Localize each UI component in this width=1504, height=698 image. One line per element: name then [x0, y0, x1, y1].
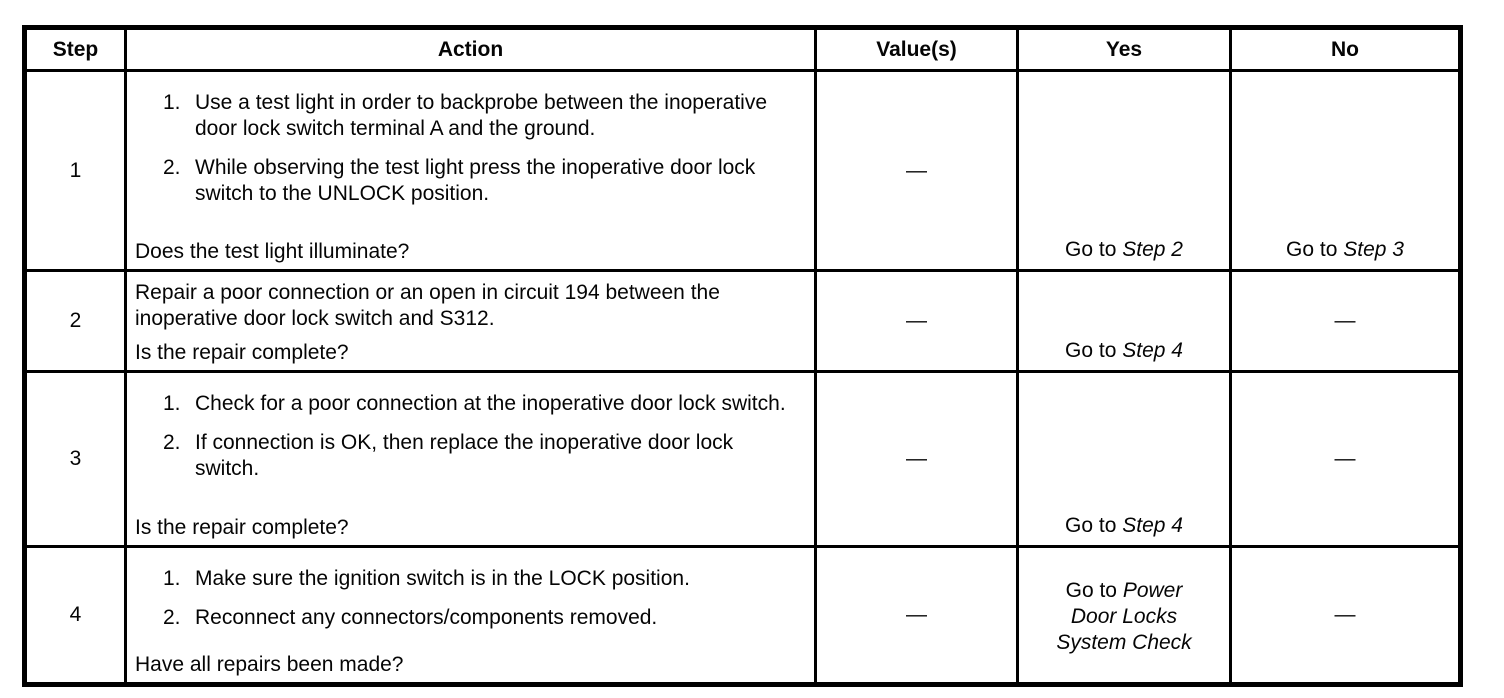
no-result-cell: — [1229, 370, 1462, 548]
list-item-text: Check for a poor connection at the inope… [195, 392, 786, 415]
action-numbered-list: 1. Check for a poor connection at the in… [135, 391, 802, 482]
action-cell: 1. Use a test light in order to backprob… [124, 69, 817, 272]
step-number-cell: 4 [23, 545, 127, 686]
no-result-cell: — [1229, 269, 1462, 373]
goto-prefix: Go to [1065, 514, 1123, 537]
action-numbered-list: 1. Use a test light in order to backprob… [135, 90, 802, 207]
step-number-cell: 2 [23, 269, 127, 373]
action-question: Have all repairs been made? [135, 653, 404, 676]
action-list-item: 1. Make sure the ignition switch is in t… [135, 566, 802, 592]
table-row-step-3: 3 1. Check for a poor connection at the … [23, 370, 1462, 548]
goto-prefix: Go to [1286, 238, 1344, 261]
action-cell: Repair a poor connection or an open in c… [124, 269, 817, 373]
list-item-text: If connection is OK, then replace the in… [195, 431, 734, 480]
action-cell: 1. Check for a poor connection at the in… [124, 370, 817, 548]
value-cell: — [814, 370, 1019, 548]
action-numbered-list: 1. Make sure the ignition switch is in t… [135, 566, 802, 631]
list-item-text: While observing the test light press the… [195, 156, 756, 205]
action-text: Repair a poor connection or an open in c… [135, 281, 720, 330]
yes-result-cell: Go to Power Door Locks System Check [1016, 545, 1232, 686]
yes-result-cell: Go to Step 4 [1016, 370, 1232, 548]
list-item-number: 1. [163, 91, 181, 114]
yes-result-cell: Go to Step 4 [1016, 269, 1232, 373]
action-question: Does the test light illuminate? [135, 240, 410, 263]
value-cell: — [814, 269, 1019, 373]
list-item-number: 2. [163, 606, 181, 629]
goto-multiline: Go to Power Door Locks System Check [1056, 578, 1192, 656]
action-question: Is the repair complete? [135, 341, 349, 364]
list-item-text: Make sure the ignition switch is in the … [195, 567, 690, 590]
action-list-item: 2. While observing the test light press … [135, 155, 802, 207]
table-row-step-2: 2 Repair a poor connection or an open in… [23, 269, 1462, 373]
step-number-cell: 1 [23, 69, 127, 272]
list-item-text: Reconnect any connectors/components remo… [195, 606, 658, 629]
list-item-text: Use a test light in order to backprobe b… [195, 91, 768, 140]
action-cell: 1. Make sure the ignition switch is in t… [124, 545, 817, 686]
table-row-step-4: 4 1. Make sure the ignition switch is in… [23, 545, 1462, 686]
goto-prefix: Go to [1065, 238, 1123, 261]
goto-prefix: Go to [1065, 579, 1123, 602]
table-row-step-1: 1 1. Use a test light in order to backpr… [23, 69, 1462, 272]
column-header-yes: Yes [1016, 26, 1232, 72]
list-item-number: 1. [163, 392, 181, 415]
no-result-cell: — [1229, 545, 1462, 686]
table-header-row: Step Action Value(s) Yes No [23, 26, 1462, 72]
action-list-item: 2. If connection is OK, then replace the… [135, 430, 802, 482]
no-result-cell: Go to Step 3 [1229, 69, 1462, 272]
list-item-number: 1. [163, 567, 181, 590]
goto-target: Power Door Locks System Check [1056, 579, 1192, 654]
goto-prefix: Go to [1065, 339, 1123, 362]
action-list-item: 1. Check for a poor connection at the in… [135, 391, 802, 417]
column-header-step: Step [23, 26, 127, 72]
yes-result-cell: Go to Step 2 [1016, 69, 1232, 272]
list-item-number: 2. [163, 156, 181, 179]
action-question: Is the repair complete? [135, 516, 349, 539]
value-cell: — [814, 69, 1019, 272]
goto-target: Step 4 [1122, 514, 1183, 537]
goto-target: Step 2 [1122, 238, 1183, 261]
step-number-cell: 3 [23, 370, 127, 548]
goto-target: Step 3 [1343, 238, 1404, 261]
action-list-item: 1. Use a test light in order to backprob… [135, 90, 802, 142]
goto-target: Step 4 [1122, 339, 1183, 362]
action-list-item: 2. Reconnect any connectors/components r… [135, 605, 802, 631]
value-cell: — [814, 545, 1019, 686]
column-header-action: Action [124, 26, 817, 72]
column-header-values: Value(s) [814, 26, 1019, 72]
column-header-no: No [1229, 26, 1462, 72]
diagnostic-table: Step Action Value(s) Yes No 1 1. Use a t… [22, 25, 1463, 687]
list-item-number: 2. [163, 431, 181, 454]
